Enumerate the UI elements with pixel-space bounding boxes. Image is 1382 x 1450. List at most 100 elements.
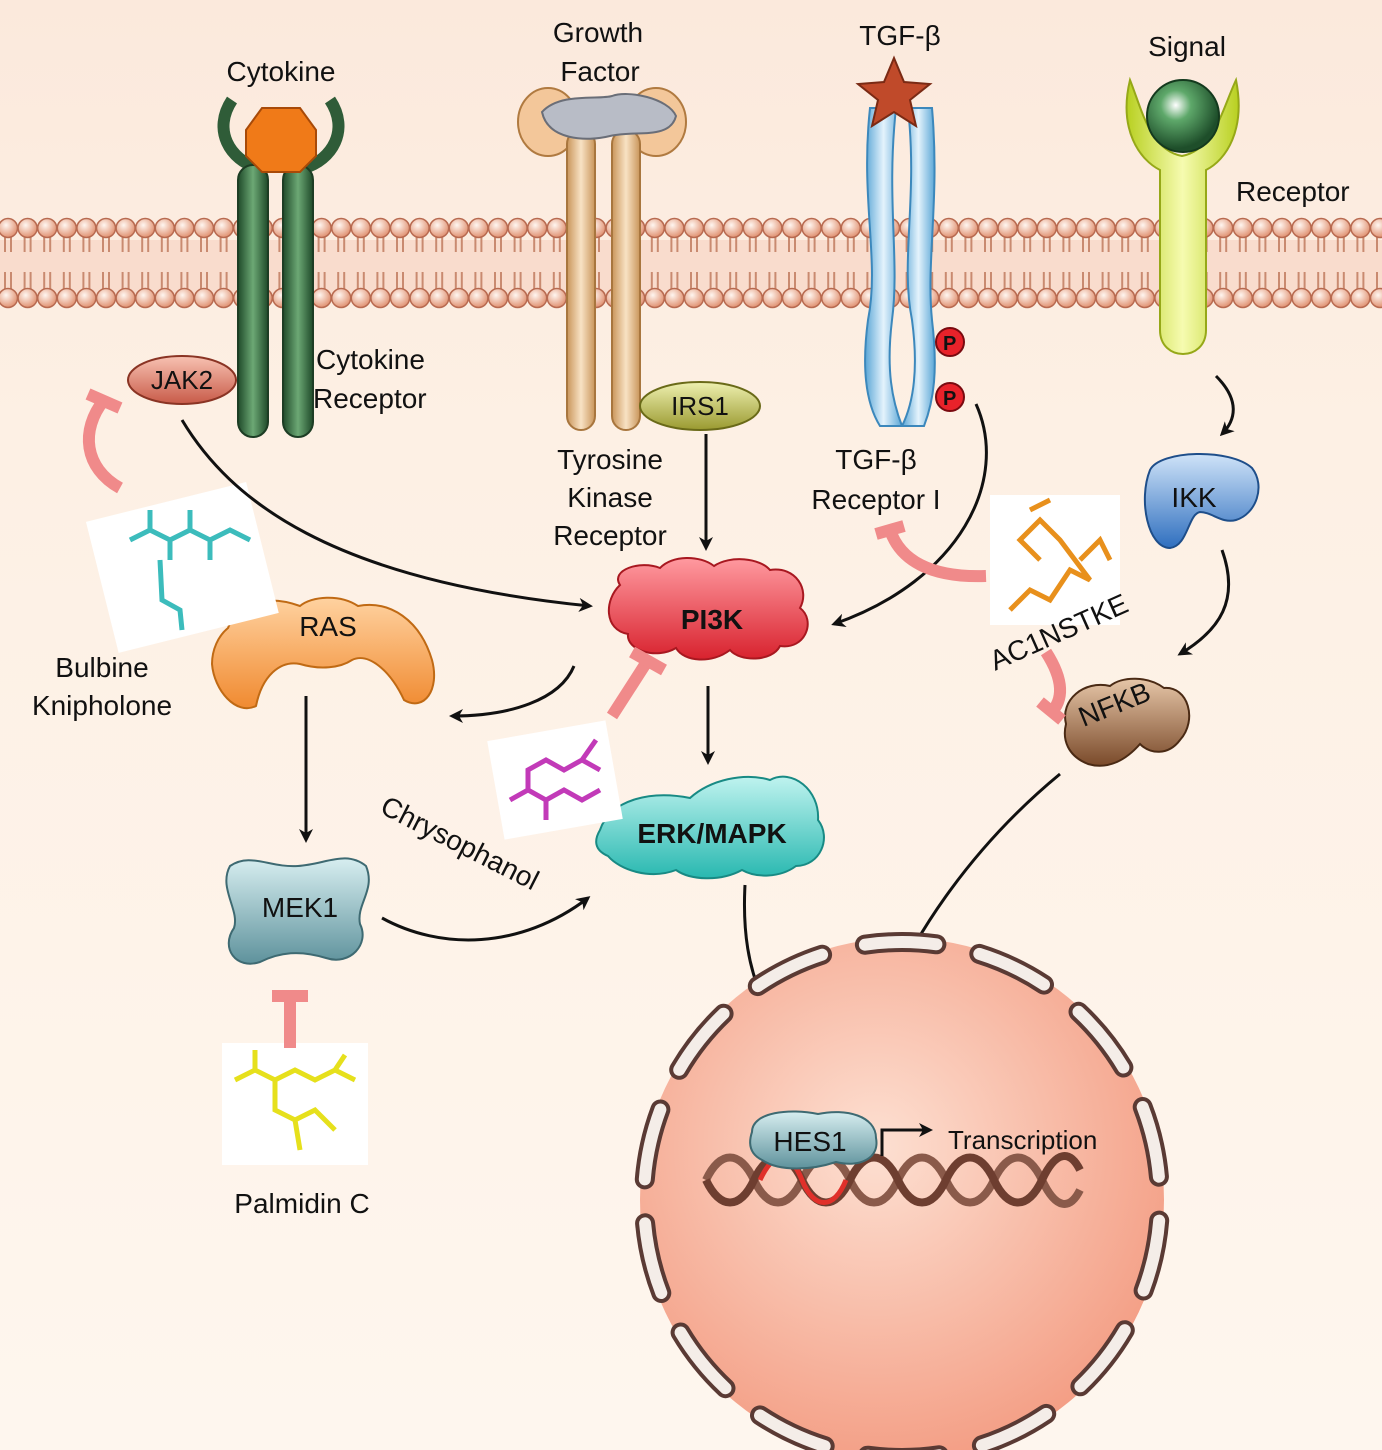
lipid-head [487,287,509,309]
lipid-head [507,217,528,239]
lipid-head [820,217,842,239]
lipid-head [958,217,979,239]
cytokine-ligand [245,107,317,173]
lipid-head [350,217,372,239]
lipid-head [762,287,783,309]
lipid-head [1075,217,1097,239]
tgf-beta-ligand [855,55,933,129]
lipid-head [938,287,960,309]
nfkb-protein [1063,677,1191,767]
lipid-head [154,287,176,309]
lipid-head [1134,287,1156,309]
cytokine-receptor-label-2: Receptor [313,383,427,414]
receptor-label: Receptor [1236,176,1350,207]
erk-mapk-protein [595,775,825,880]
ikk-protein [1143,453,1260,550]
lipid-head [36,217,58,239]
inhibit-tgf [884,527,987,583]
envelope-segment [973,947,1050,991]
lipid-head [56,287,78,309]
lipid-head [1095,217,1116,239]
lipid-head [213,287,234,309]
lipid-head [801,287,822,309]
lipid-head [703,287,724,309]
lipid-head [1075,287,1097,309]
lipid-head [526,217,548,239]
irs1-protein [639,381,761,431]
growth-factor-label-2: Factor [560,56,640,87]
arrow-jak2-pi3k [180,419,593,612]
ras-label: RAS [299,611,357,642]
lipid-head [134,287,156,309]
envelope-segment [754,1409,831,1450]
lipid-head [1330,287,1352,309]
lipid-head [330,217,352,239]
lipid-head [1212,287,1234,309]
lipid-head [56,217,78,239]
bulbine-knipholone-structure [85,481,279,653]
nucleus [634,932,1170,1450]
lipid-head [977,287,999,309]
transcription-label: Transcription [948,1125,1098,1155]
lipid-head [801,217,822,239]
envelope-segment [975,1407,1053,1450]
lipid-head [664,287,685,309]
lipid-head [468,287,489,309]
lipid-head [1310,287,1332,309]
lipid-head [1232,287,1254,309]
lipid-head [448,217,470,239]
lipid-head [409,217,430,239]
lipid-head [742,287,764,309]
tyrosine-kinase-receptor [517,87,687,431]
lipid-head [1271,287,1293,309]
lipid-head [683,287,705,309]
lipid-head [1291,287,1312,309]
phospho-2 [935,382,965,412]
lipid-head [1350,217,1371,239]
lipid-head [174,287,195,309]
lipid-head [840,217,862,239]
lipid-head [193,217,215,239]
erk-mapk-label: ERK/MAPK [637,818,787,849]
envelope-segment [1072,1005,1130,1074]
lipid-head [428,287,450,309]
lipid-head [389,287,411,309]
lipid-head [781,217,803,239]
lipid-head [722,217,744,239]
lipid-head [115,287,136,309]
phospho-label-2: P [943,388,957,410]
tyrosine-label-1: Tyrosine [557,444,663,475]
jak2-protein [127,355,237,405]
tgf-beta-label: TGF-β [859,20,941,51]
lipid-head [1212,217,1234,239]
bulbine-label-1: Bulbine [55,652,149,683]
lipid-head [1252,287,1273,309]
ras-protein [210,596,436,709]
lipid-head [781,287,803,309]
ikk-label: IKK [1171,482,1217,513]
inhibit-pi3k [606,656,654,720]
lipid-head [762,217,783,239]
lipid-head [526,287,548,309]
lipid-head [17,287,38,309]
lipid-head [1310,217,1332,239]
lipid-head [213,217,234,239]
signal-label: Signal [1148,31,1226,62]
lipid-head [1134,217,1156,239]
lipid-head [174,217,195,239]
cytokine-receptor-label-1: Cytokine [316,344,425,375]
inhibition-markers [83,388,1067,1048]
arrow-pi3k-ras [449,665,576,723]
lipid-head [1016,217,1038,239]
envelope-segment [638,1103,667,1186]
lipid-head [683,217,705,239]
bulbine-label-2: Knipholone [31,690,173,721]
tyrosine-label-2: Kinase [567,482,653,513]
signal-ligand [1146,79,1220,153]
jak2-label: JAK2 [150,365,214,395]
lipid-head [1350,287,1371,309]
lipid-head [448,287,470,309]
lipid-head [977,217,999,239]
